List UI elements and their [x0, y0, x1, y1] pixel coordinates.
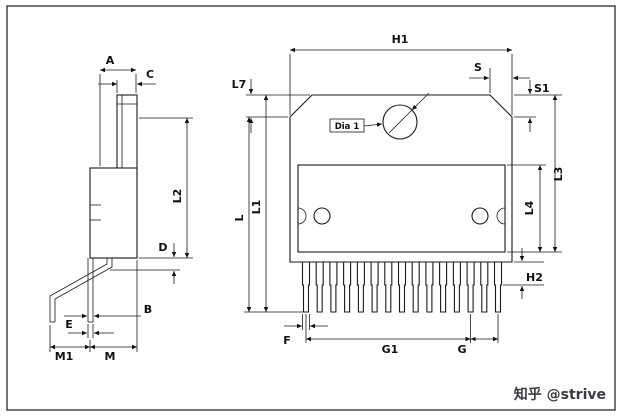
pin-array [301, 261, 503, 313]
dim-d: D [110, 241, 180, 284]
dim-label-l1: L1 [250, 200, 263, 215]
pin [493, 261, 503, 313]
dim-label-dia1: Dia 1 [335, 122, 360, 132]
leader-line [363, 122, 383, 127]
dim-s: S [469, 61, 530, 93]
dim-c: C [98, 68, 156, 93]
dim-label-m: M [105, 350, 116, 363]
dim-f-g1-g: F G1 G [283, 314, 499, 356]
package-body-front [289, 94, 513, 263]
dim-label-s: S [474, 61, 482, 74]
dim-label-c: C [146, 68, 154, 81]
dim-label-a: A [106, 54, 115, 67]
dim-label-m1: M1 [55, 350, 74, 363]
dim-l3-l4: L3 L4 [507, 94, 565, 253]
dia1-label-box [329, 118, 365, 133]
pin [397, 261, 407, 313]
dim-h1: H1 [289, 33, 513, 115]
dim-label-g: G [457, 343, 466, 356]
bent-lead-line [54, 258, 113, 322]
pin [315, 261, 324, 313]
dim-a: A [99, 54, 137, 166]
dim-label-e: E [65, 318, 73, 331]
dim-label-g1: G1 [382, 343, 399, 356]
pin [425, 261, 434, 313]
edge-notch-right [496, 207, 506, 225]
pin [329, 261, 338, 313]
pin [370, 261, 379, 313]
dim-l2: L2 [139, 117, 193, 259]
dim-label-l3: L3 [552, 167, 565, 182]
dim-label-l7: L7 [232, 78, 247, 91]
pin [411, 261, 420, 313]
edge-notch-left [297, 207, 307, 225]
dim-label-l2: L2 [171, 189, 184, 204]
pin [356, 261, 365, 313]
dim-s1: S1 [514, 80, 550, 132]
dim-b: B [64, 303, 152, 319]
pin [439, 261, 448, 313]
dim-h2: H2 [503, 248, 544, 299]
dim-l1-l: L1 L [233, 95, 304, 313]
dim-label-h1: H1 [392, 33, 409, 46]
dim-m1-m: M1 M [49, 260, 138, 363]
dim-e: E [65, 318, 114, 338]
dim-label-s1: S1 [534, 82, 550, 95]
body-hole-right [471, 207, 489, 225]
diameter-arrow [411, 92, 430, 111]
bent-lead-line [49, 258, 108, 322]
body-hole-left [313, 207, 331, 225]
dim-dia1: Dia 1 [329, 92, 430, 134]
dim-label-l4: L4 [523, 200, 536, 215]
dim-label-d: D [158, 241, 167, 254]
pin [452, 261, 461, 313]
side-view [49, 94, 138, 323]
pin [301, 261, 311, 313]
pin [480, 261, 489, 313]
package-body-side [89, 167, 138, 259]
plastic-body-face [297, 164, 506, 253]
pin [343, 261, 352, 313]
watermark-text: 知乎 @strive [514, 386, 606, 403]
diameter-line [388, 109, 413, 134]
pin [384, 261, 393, 313]
pin [466, 261, 475, 313]
dim-label-l: L [233, 214, 246, 221]
dim-label-b: B [144, 303, 152, 316]
dim-label-f: F [283, 334, 291, 347]
dim-label-h2: H2 [526, 271, 543, 284]
